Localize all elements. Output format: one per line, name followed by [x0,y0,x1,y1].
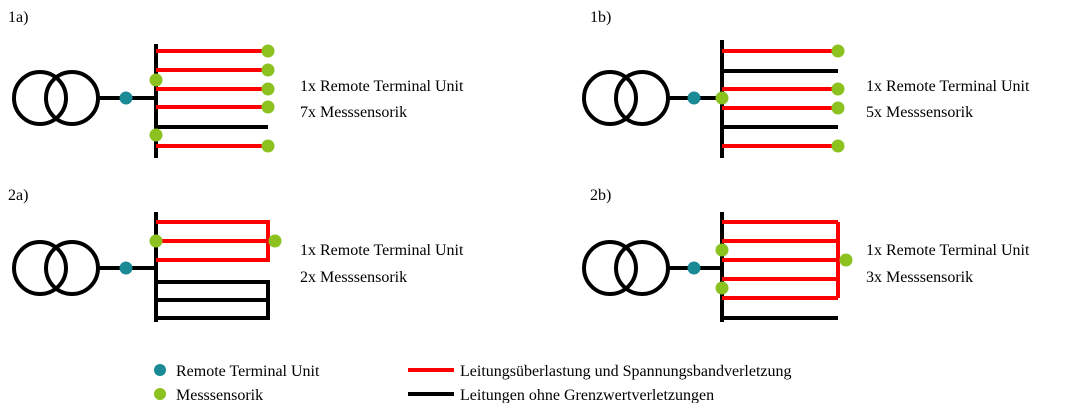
legend-violation-label: Leitungsüberlastung und Spannungsbandver… [460,363,792,380]
panel-label-2b: 2b) [590,187,611,204]
legend-rtu-label: Remote Terminal Unit [176,363,320,380]
panel-2b: 2b) 1x Remote Terminal Unit 3x Messsenso… [582,187,1030,322]
feeder-lines [156,49,268,148]
rtu-dot [687,91,701,105]
panel-label-1a: 1a) [8,9,28,26]
panel-label-2a: 2a) [8,187,28,204]
legend-sensor-label: Messsensorik [176,387,263,403]
panel-1b: 1b) 1x Remote Terminal Unit 5x Messsenso… [582,9,1030,158]
panel-1b-text-line2: 5x Messsensorik [866,104,973,121]
transformer-icon [582,240,670,296]
panel-1b-text-line1: 1x Remote Terminal Unit [866,78,1030,95]
legend-rtu-dot [154,364,166,376]
panel-2b-text-line2: 3x Messsensorik [866,269,973,286]
transformer-icon [582,70,670,126]
legend: Remote Terminal Unit Messsensorik Leitun… [154,363,792,403]
feeder-lines [722,49,838,148]
panel-2a: 2a) 1x Remote Terminal Unit 2x Messsenso… [8,187,464,322]
panel-2a-text-line1: 1x Remote Terminal Unit [300,242,464,259]
sensor-dots [149,44,275,153]
feeder-lines [722,220,840,320]
rtu-dot [119,261,133,275]
rtu-dot [687,261,701,275]
legend-normal-label: Leitungen ohne Grenzwertverletzungen [460,387,714,403]
rtu-dot [119,91,133,105]
panel-label-1b: 1b) [590,9,611,26]
panel-1a-text-line2: 7x Messsensorik [300,104,407,121]
legend-sensor-dot [154,388,166,400]
transformer-icon [12,240,100,296]
panel-1a-text-line1: 1x Remote Terminal Unit [300,78,464,95]
panel-2a-text-line2: 2x Messsensorik [300,269,407,286]
transformer-icon [12,70,100,126]
panel-2b-text-line1: 1x Remote Terminal Unit [866,242,1030,259]
sensor-dots [149,234,282,248]
sensor-dots [715,243,853,295]
feeder-lines [156,220,270,320]
panel-1a: 1a) 1x Remote Terminal Unit 7x Messsenso… [8,9,464,158]
sensor-dots [715,44,845,153]
